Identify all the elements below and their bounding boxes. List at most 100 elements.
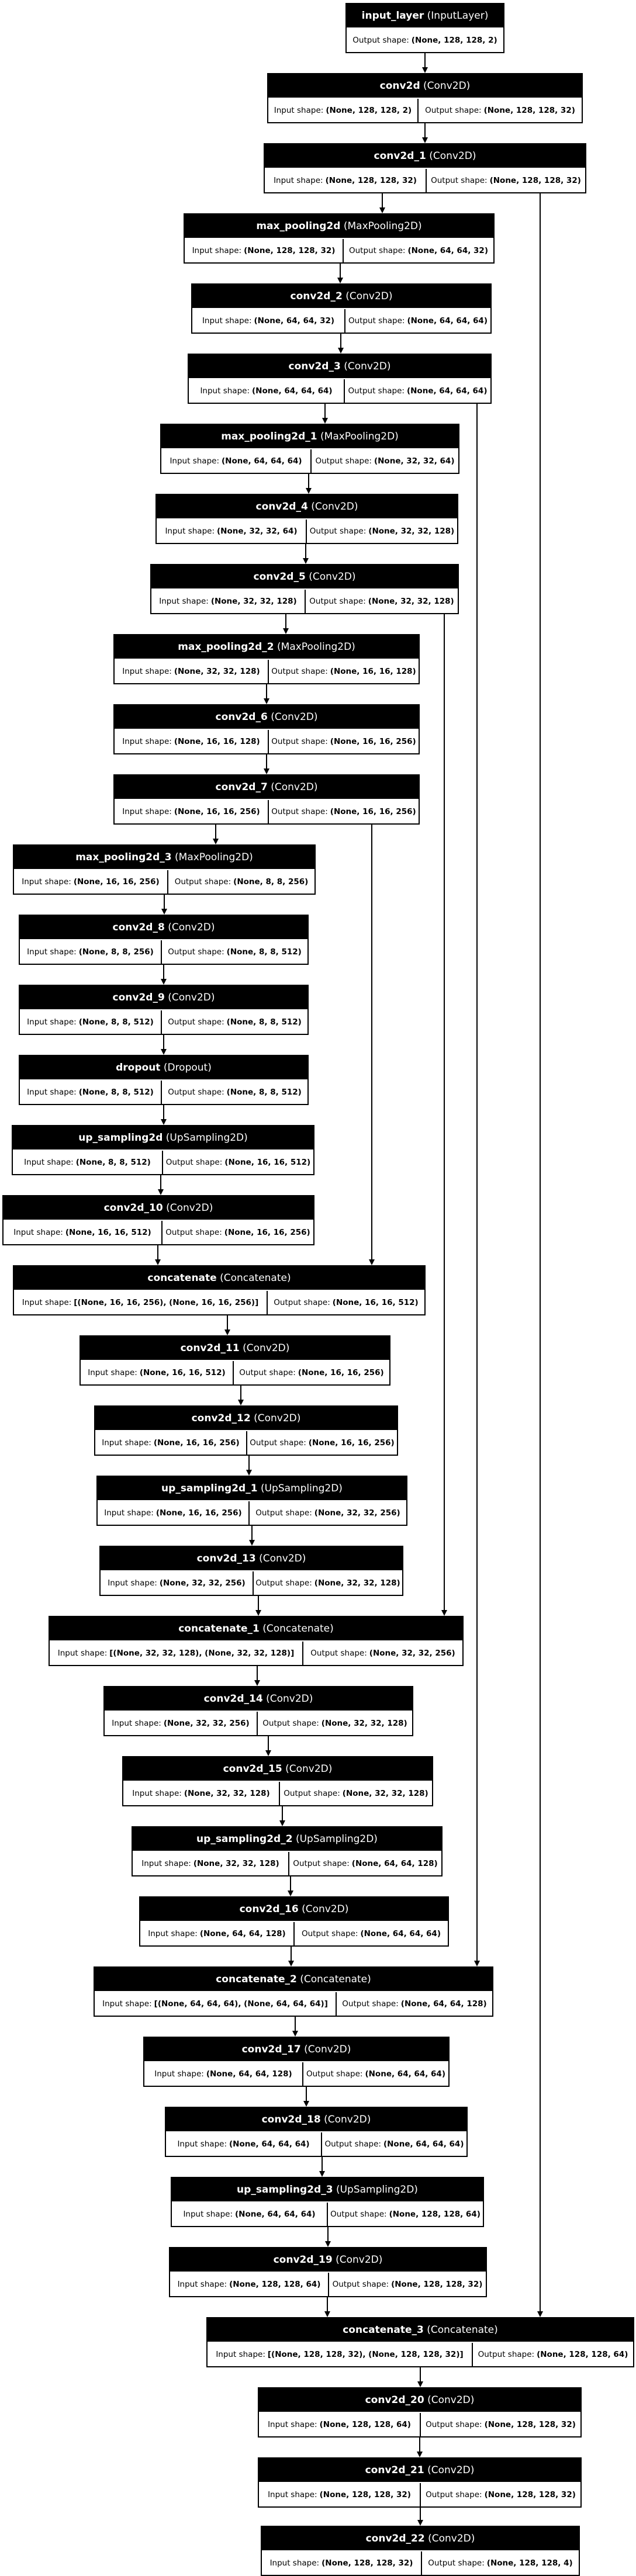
layer-node-concatenate: concatenate (Concatenate)Input shape:[(N…: [13, 1265, 426, 1315]
layer-node-up-sampling2d: up_sampling2d (UpSampling2D)Input shape:…: [12, 1125, 314, 1175]
input-shape-label: Input shape:: [274, 176, 323, 185]
output-shape-label: Output shape:: [332, 2280, 389, 2289]
shape-row: Input shape:(None, 8, 8, 512)Output shap…: [20, 1010, 307, 1034]
layer-node-conv2d-18: conv2d_18 (Conv2D)Input shape:(None, 64,…: [165, 2107, 468, 2157]
output-shape-cell: Output shape:(None, 64, 64, 128): [336, 1992, 492, 2016]
layer-header: concatenate_1 (Concatenate): [50, 1617, 462, 1640]
layer-name: conv2d_3: [288, 361, 341, 372]
layer-type: (UpSampling2D): [260, 1483, 343, 1494]
layer-node-conv2d: conv2d (Conv2D)Input shape:(None, 128, 1…: [267, 73, 583, 123]
edge-conv2d-2-to-conv2d-3-arrowhead: [338, 348, 344, 354]
input-shape-label: Input shape:: [57, 1649, 108, 1658]
layer-type: (Conv2D): [166, 1202, 213, 1214]
shape-row: Input shape:(None, 16, 16, 512)Output sh…: [81, 1361, 389, 1384]
layer-node-conv2d-3: conv2d_3 (Conv2D)Input shape:(None, 64, …: [188, 354, 492, 404]
shape-row: Input shape:(None, 32, 32, 128)Output sh…: [133, 1852, 441, 1875]
layer-type: (Conv2D): [429, 150, 476, 162]
output-shape-label: Output shape:: [165, 1228, 222, 1237]
input-shape-label: Input shape:: [216, 2350, 265, 2359]
output-shape-value: (None, 64, 64, 128): [351, 1859, 438, 1868]
layer-node-concatenate-2: concatenate_2 (Concatenate)Input shape:[…: [94, 1966, 493, 2017]
input-shape-value: (None, 8, 8, 256): [78, 947, 154, 957]
layer-name: conv2d_2: [290, 290, 343, 302]
output-shape-value: (None, 64, 64, 64): [406, 386, 488, 396]
input-shape-cell: Input shape:(None, 32, 32, 256): [101, 1571, 253, 1595]
output-shape-value: (None, 128, 128, 32): [484, 2420, 576, 2429]
output-shape-cell: Output shape:(None, 32, 32, 128): [279, 1782, 432, 1805]
output-shape-label: Output shape:: [255, 1578, 312, 1588]
layer-header: conv2d_16 (Conv2D): [140, 1898, 448, 1921]
layer-header: conv2d_15 (Conv2D): [123, 1757, 432, 1781]
edge-conv2d-5-to-max-pooling2d-2-arrowhead: [283, 628, 289, 634]
layer-header: conv2d_11 (Conv2D): [81, 1337, 389, 1360]
output-shape-cell: Output shape:(None, 16, 16, 256): [233, 1361, 389, 1384]
layer-node-conv2d-19: conv2d_19 (Conv2D)Input shape:(None, 128…: [169, 2247, 487, 2297]
output-shape-value: (None, 16, 16, 512): [332, 1298, 419, 1307]
output-shape-cell: Output shape:(None, 16, 16, 256): [268, 800, 419, 823]
shape-row: Input shape:(None, 128, 128, 64)Output s…: [259, 2413, 580, 2436]
output-shape-value: (None, 16, 16, 256): [330, 807, 416, 816]
shape-row: Input shape:(None, 64, 64, 64)Output sha…: [189, 379, 490, 403]
input-shape-cell: Input shape:(None, 128, 128, 2): [268, 99, 417, 122]
layer-header: input_layer (InputLayer): [347, 4, 503, 27]
output-shape-value: (None, 64, 64, 64): [365, 2069, 445, 2079]
input-shape-value: (None, 16, 16, 256): [153, 1438, 240, 1448]
shape-row: Input shape:(None, 128, 128, 64)Output s…: [170, 2273, 486, 2296]
input-shape-value: (None, 64, 64, 128): [206, 2069, 292, 2079]
layer-type: (UpSampling2D): [295, 1833, 378, 1845]
output-shape-label: Output shape:: [301, 1929, 358, 1938]
output-shape-cell: Output shape:(None, 32, 32, 128): [257, 1712, 412, 1735]
output-shape-label: Output shape:: [274, 1298, 330, 1307]
output-shape-label: Output shape:: [324, 2139, 381, 2149]
input-shape-label: Input shape:: [88, 1368, 137, 1377]
input-shape-label: Input shape:: [122, 667, 172, 676]
layer-header: conv2d_4 (Conv2D): [157, 495, 457, 518]
input-shape-value: (None, 16, 16, 512): [65, 1228, 151, 1237]
output-shape-value: (None, 8, 8, 512): [226, 1088, 302, 1097]
output-shape-label: Output shape:: [239, 1368, 296, 1377]
shape-row: Input shape:(None, 16, 16, 256)Output sh…: [95, 1431, 397, 1455]
shape-row: Input shape:(None, 128, 128, 32)Output s…: [265, 169, 585, 192]
input-shape-label: Input shape:: [274, 106, 324, 115]
output-shape-value: (None, 16, 16, 256): [224, 1228, 310, 1237]
input-shape-cell: Input shape:(None, 16, 16, 256): [98, 1501, 248, 1525]
layer-node-concatenate-1: concatenate_1 (Concatenate)Input shape:[…: [49, 1616, 464, 1666]
layer-node-conv2d-17: conv2d_17 (Conv2D)Input shape:(None, 64,…: [143, 2037, 450, 2087]
input-shape-cell: Input shape:(None, 32, 32, 128): [115, 660, 268, 683]
output-shape-label: Output shape:: [271, 667, 328, 676]
edge-conv2d-9-to-dropout-arrowhead: [161, 1049, 167, 1055]
layer-type: (Conv2D): [266, 1693, 313, 1705]
input-shape-label: Input shape:: [202, 316, 252, 326]
output-shape-cell: Output shape:(None, 64, 64, 64): [321, 2132, 466, 2156]
input-shape-cell: Input shape:(None, 32, 32, 128): [123, 1782, 279, 1805]
shape-row: Input shape:(None, 16, 16, 256) Output sh…: [98, 1501, 406, 1525]
input-shape-value: (None, 16, 16, 512): [139, 1368, 226, 1377]
input-shape-label: Input shape:: [27, 947, 77, 957]
output-shape-value: (None, 32, 32, 128): [321, 1719, 407, 1728]
layer-name: up_sampling2d_3: [237, 2184, 333, 2196]
layer-node-conv2d-13: conv2d_13 (Conv2D)Input shape:(None, 32,…: [99, 1546, 403, 1596]
input-shape-cell: Input shape:(None, 128, 128, 32): [262, 2551, 421, 2575]
input-shape-value: (None, 16, 16, 128): [174, 737, 260, 746]
input-shape-cell: Input shape:(None, 16, 16, 512): [4, 1221, 161, 1244]
layer-type: (Conv2D): [345, 290, 393, 302]
layer-name: max_pooling2d_2: [178, 641, 274, 653]
layer-type: (Conv2D): [311, 501, 358, 513]
output-shape-cell: Output shape:(None, 128, 128, 32): [426, 169, 585, 192]
input-shape-label: Input shape:: [102, 1438, 151, 1448]
layer-name: dropout: [116, 1062, 161, 1074]
input-shape-cell: Input shape:(None, 128, 128, 32): [265, 169, 426, 192]
output-shape-label: Output shape:: [309, 527, 367, 536]
input-shape-cell: Input shape:(None, 16, 16, 512): [81, 1361, 233, 1384]
output-shape-label: Output shape:: [262, 1719, 319, 1728]
edge-max-pooling2d-to-conv2d-2-arrowhead: [337, 278, 343, 283]
input-shape-value: (None, 32, 32, 128): [174, 667, 260, 676]
input-shape-label: Input shape:: [132, 1789, 182, 1798]
layer-node-conv2d-7: conv2d_7 (Conv2D)Input shape:(None, 16, …: [113, 774, 420, 825]
layer-header: up_sampling2d (UpSampling2D): [13, 1126, 313, 1149]
layer-node-conv2d-1: conv2d_1 (Conv2D)Input shape:(None, 128,…: [264, 143, 586, 193]
edge-concatenate-2-to-conv2d-17-arrowhead: [292, 2031, 298, 2037]
shape-row: Input shape:(None, 16, 16, 128)Output sh…: [115, 730, 419, 753]
output-shape-label: Output shape:: [255, 1508, 312, 1518]
